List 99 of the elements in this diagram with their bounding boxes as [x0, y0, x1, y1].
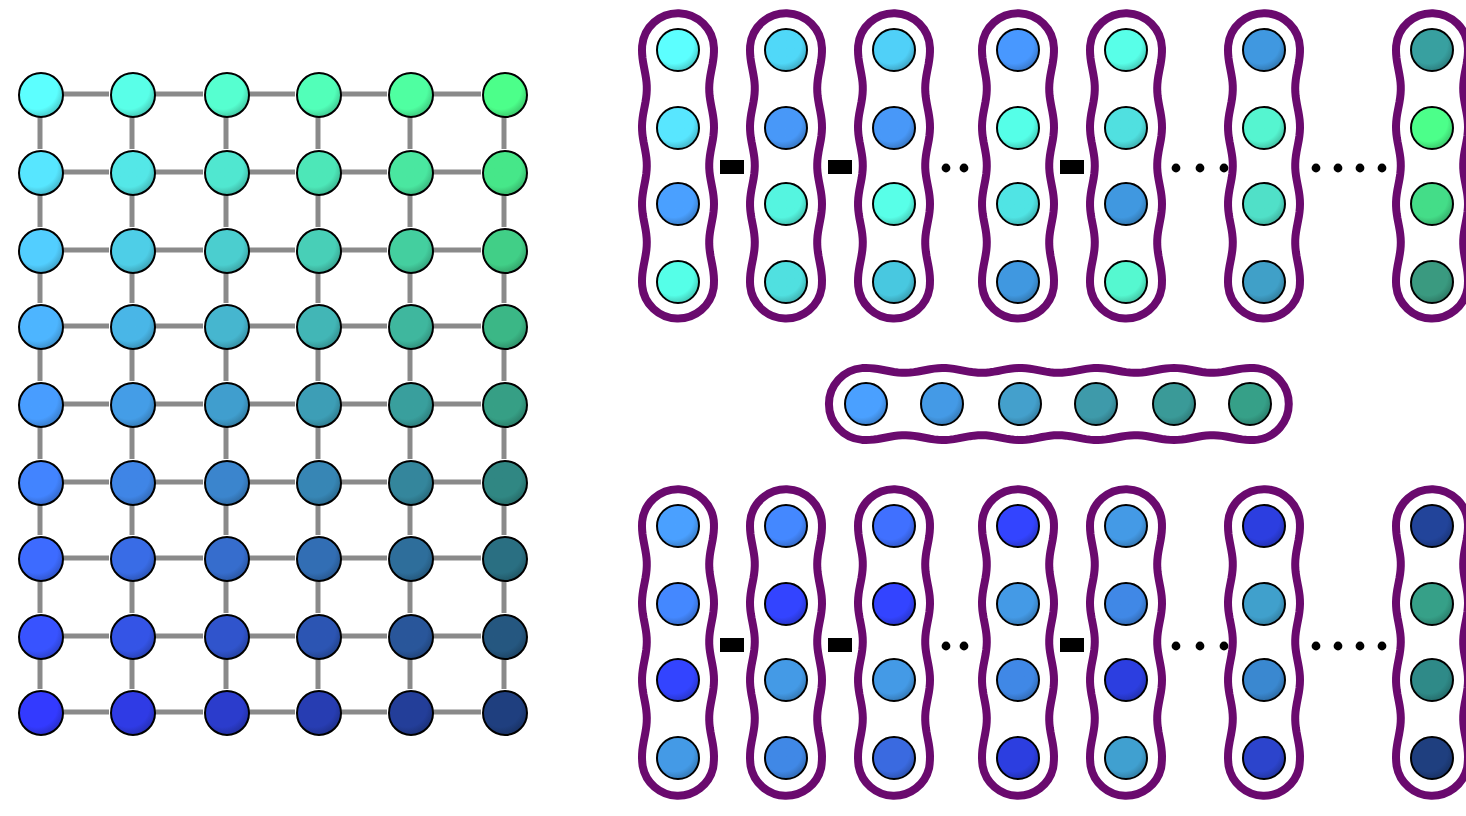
grid-line: [501, 349, 507, 381]
grid-line: [501, 195, 507, 227]
grid-line: [501, 117, 507, 149]
connector-bar: [720, 160, 744, 174]
grid-line: [223, 273, 229, 303]
grid-line: [315, 349, 321, 381]
grid-line: [433, 633, 481, 639]
grid-line: [315, 659, 321, 689]
grid-line: [63, 479, 109, 485]
grid-line: [63, 401, 109, 407]
grid-line: [433, 401, 481, 407]
grid-line: [249, 91, 295, 97]
grid-line: [129, 581, 135, 613]
grid-line: [341, 709, 387, 715]
grid-line: [249, 633, 295, 639]
grid-line: [407, 195, 413, 227]
grid-line: [433, 555, 481, 561]
grid-line: [223, 581, 229, 613]
grid-line: [155, 709, 203, 715]
grid-line: [155, 555, 203, 561]
grid-line: [155, 169, 203, 175]
grid-line: [341, 479, 387, 485]
grid-line: [223, 349, 229, 381]
grid-line: [223, 505, 229, 535]
grid-line: [223, 117, 229, 149]
grid-line: [433, 709, 481, 715]
grid-line: [315, 273, 321, 303]
grid-line: [433, 169, 481, 175]
connector-bar: [1060, 638, 1084, 652]
grid-line: [37, 273, 43, 303]
grid-line: [407, 427, 413, 459]
grid-line: [501, 581, 507, 613]
grid-line: [501, 273, 507, 303]
grid-line: [63, 633, 109, 639]
grid-line: [129, 659, 135, 689]
grid-line: [407, 581, 413, 613]
grid-line: [63, 323, 109, 329]
grid-line: [341, 401, 387, 407]
grid-line: [37, 659, 43, 689]
grid-line: [249, 401, 295, 407]
grid-line: [155, 247, 203, 253]
grid-line: [433, 247, 481, 253]
grid-line: [315, 581, 321, 613]
grid-line: [37, 505, 43, 535]
grid-line: [37, 117, 43, 149]
grid-line: [249, 555, 295, 561]
grid-line: [407, 505, 413, 535]
grid-line: [155, 633, 203, 639]
grid-line: [249, 479, 295, 485]
grid-line: [37, 581, 43, 613]
grid-line: [249, 709, 295, 715]
grid-line: [155, 401, 203, 407]
grid-line: [249, 323, 295, 329]
grid-line: [63, 91, 109, 97]
grid-line: [129, 117, 135, 149]
grid-line: [315, 427, 321, 459]
connector-bar: [720, 638, 744, 652]
grid-line: [315, 195, 321, 227]
connector-bar: [828, 160, 852, 174]
grid-line: [223, 427, 229, 459]
grid-line: [501, 659, 507, 689]
grid-line: [433, 479, 481, 485]
grid-line: [63, 555, 109, 561]
grid-line: [37, 195, 43, 227]
grid-line: [341, 633, 387, 639]
grid-line: [155, 323, 203, 329]
grid-line: [129, 195, 135, 227]
grid-line: [407, 349, 413, 381]
grid-line: [223, 195, 229, 227]
grid-line: [129, 427, 135, 459]
grid-line: [407, 273, 413, 303]
grid-line: [341, 247, 387, 253]
grid-line: [249, 169, 295, 175]
connector-bar: [1060, 160, 1084, 174]
grid-line: [341, 169, 387, 175]
grid-line: [501, 427, 507, 459]
grid-line: [433, 91, 481, 97]
grid-line: [407, 659, 413, 689]
grid-line: [63, 247, 109, 253]
grid-line: [341, 555, 387, 561]
grid-line: [249, 247, 295, 253]
grid-line: [129, 273, 135, 303]
grid-line: [37, 349, 43, 381]
grid-line: [315, 117, 321, 149]
grid-line: [129, 349, 135, 381]
grid-line: [223, 659, 229, 689]
grid-line: [407, 117, 413, 149]
grid-line: [315, 505, 321, 535]
grid-line: [63, 169, 109, 175]
grid-line: [433, 323, 481, 329]
grid-line: [63, 709, 109, 715]
grid-line: [501, 505, 507, 535]
grid-line: [37, 427, 43, 459]
grid-line: [155, 479, 203, 485]
grid-line: [129, 505, 135, 535]
grid-line: [341, 91, 387, 97]
grid-line: [155, 91, 203, 97]
connector-bar: [828, 638, 852, 652]
grid-line: [341, 323, 387, 329]
